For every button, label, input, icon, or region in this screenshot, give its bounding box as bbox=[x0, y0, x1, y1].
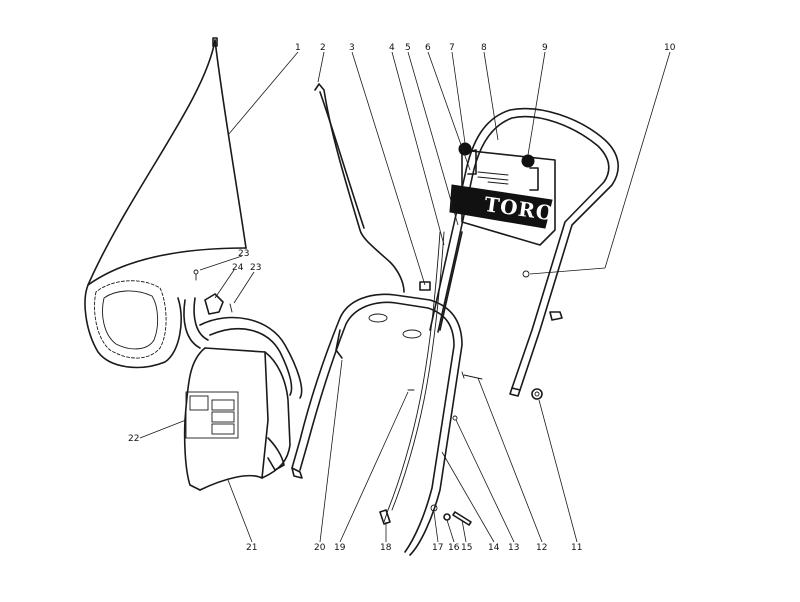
callout-17: 17 bbox=[432, 543, 443, 553]
upper-handle bbox=[429, 107, 619, 397]
callout-20: 20 bbox=[314, 543, 326, 553]
callout-23a: 23 bbox=[238, 249, 249, 259]
hardware-parts bbox=[407, 270, 563, 526]
callout-11: 11 bbox=[571, 543, 582, 553]
callout-18: 18 bbox=[380, 543, 392, 553]
callout-23b: 23 bbox=[250, 263, 261, 273]
callout-1: 1 bbox=[295, 43, 301, 53]
bag-frame-assembly bbox=[183, 269, 303, 491]
callout-19: 19 bbox=[334, 543, 346, 553]
callout-13: 13 bbox=[508, 543, 519, 553]
callout-2: 2 bbox=[320, 43, 326, 53]
callout-labels: 1 2 3 4 5 6 7 8 9 10 23 24 23 22 21 20 1… bbox=[128, 43, 676, 553]
callout-16: 16 bbox=[448, 543, 460, 553]
control-cable bbox=[379, 231, 445, 525]
callout-24: 24 bbox=[232, 263, 244, 273]
right-control-knob bbox=[521, 154, 535, 168]
leader-lines bbox=[139, 51, 671, 543]
callout-7: 7 bbox=[449, 43, 455, 53]
lower-handle bbox=[291, 293, 463, 556]
callout-6: 6 bbox=[425, 43, 431, 53]
callout-14: 14 bbox=[488, 543, 500, 553]
callout-12: 12 bbox=[536, 543, 547, 553]
callout-8: 8 bbox=[481, 43, 487, 53]
callout-9: 9 bbox=[542, 43, 548, 53]
control-rod bbox=[314, 83, 405, 293]
callout-5: 5 bbox=[405, 43, 411, 53]
callout-15: 15 bbox=[461, 543, 472, 553]
callout-4: 4 bbox=[389, 43, 395, 53]
brand-logo-text: TORO bbox=[483, 192, 556, 226]
callout-10: 10 bbox=[664, 43, 676, 53]
callout-21: 21 bbox=[246, 543, 257, 553]
callout-22: 22 bbox=[128, 434, 139, 444]
grass-bag bbox=[84, 37, 247, 369]
callout-3: 3 bbox=[349, 43, 355, 53]
